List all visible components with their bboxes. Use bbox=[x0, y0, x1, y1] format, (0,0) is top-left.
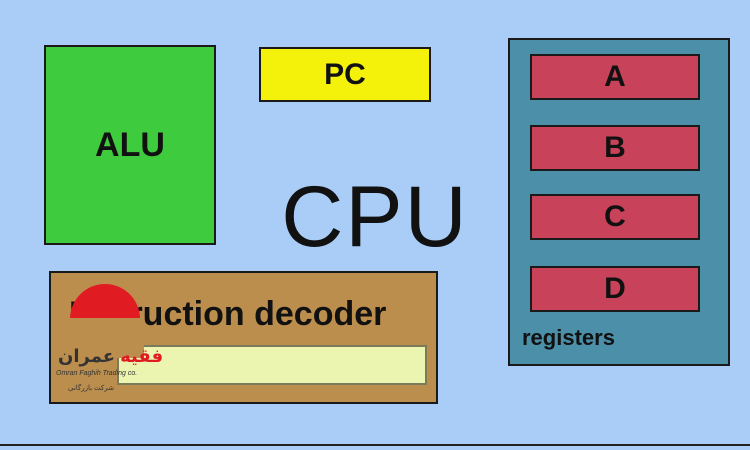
decoder-field bbox=[117, 345, 427, 385]
logo-arabic-dark: عمران bbox=[58, 346, 116, 366]
register-c: C bbox=[530, 194, 700, 240]
registers-label: registers bbox=[522, 325, 615, 350]
cpu-title: CPU bbox=[281, 169, 469, 265]
logo-arabic-red: فقیه bbox=[120, 346, 164, 366]
alu-label: ALU bbox=[95, 125, 165, 164]
logo-arabic-text: فقیه عمران bbox=[58, 346, 163, 367]
register-b-label: B bbox=[604, 131, 626, 164]
register-a-label: A bbox=[604, 60, 626, 93]
register-d: D bbox=[530, 266, 700, 312]
bottom-divider bbox=[0, 444, 750, 446]
watermark-logo: فقیه عمران Omran Faghih Trading co. شرکت… bbox=[56, 284, 163, 404]
alu-block: ALU bbox=[44, 45, 216, 245]
register-d-label: D bbox=[604, 272, 626, 305]
register-a: A bbox=[530, 54, 700, 100]
register-b: B bbox=[530, 125, 700, 171]
logo-cut-shape bbox=[66, 318, 144, 358]
logo-english-text: Omran Faghih Trading co. bbox=[56, 370, 138, 377]
pc-label: PC bbox=[324, 57, 366, 91]
registers-panel: A B C D registers bbox=[508, 38, 730, 366]
pc-block: PC bbox=[259, 47, 431, 102]
logo-tagline-text: شرکت بازرگانی bbox=[68, 385, 114, 392]
register-c-label: C bbox=[604, 200, 626, 233]
